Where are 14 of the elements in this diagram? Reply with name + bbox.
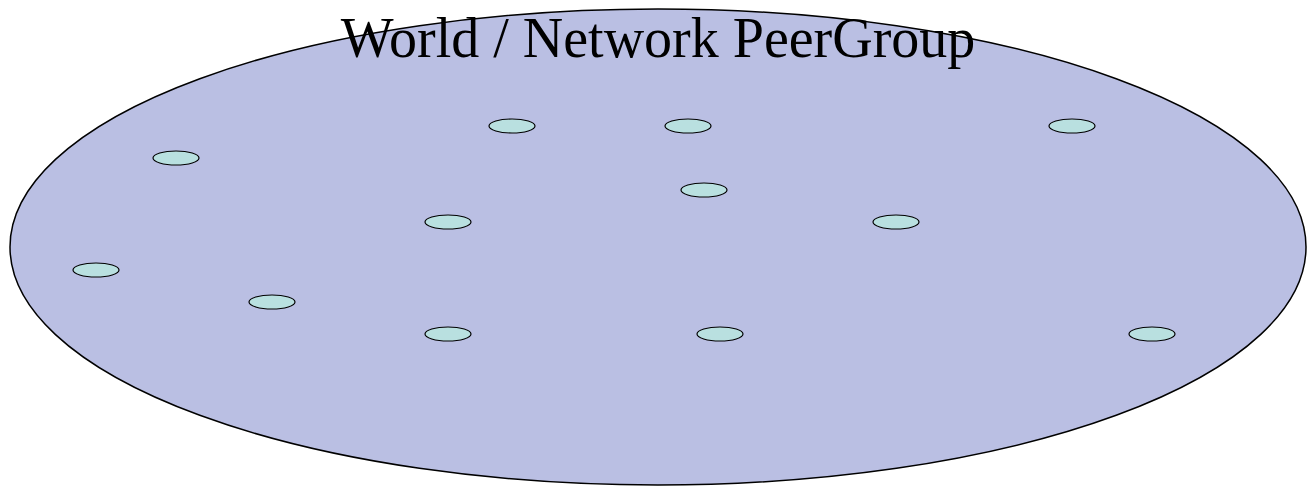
peer-ellipse [1128,326,1176,342]
peer-ellipse [72,262,120,278]
peer-ellipse [680,182,728,198]
group-ellipse [9,8,1307,486]
peer-ellipse [424,326,472,342]
peer-ellipse [696,326,744,342]
peer-ellipse [664,118,712,134]
peer-ellipse [488,118,536,134]
peer-ellipse [248,294,296,310]
peer-ellipse [152,150,200,166]
peer-ellipse [872,214,920,230]
group-title: World / Network PeerGroup [340,8,976,68]
peer-ellipse [1048,118,1096,134]
peer-ellipse [424,214,472,230]
